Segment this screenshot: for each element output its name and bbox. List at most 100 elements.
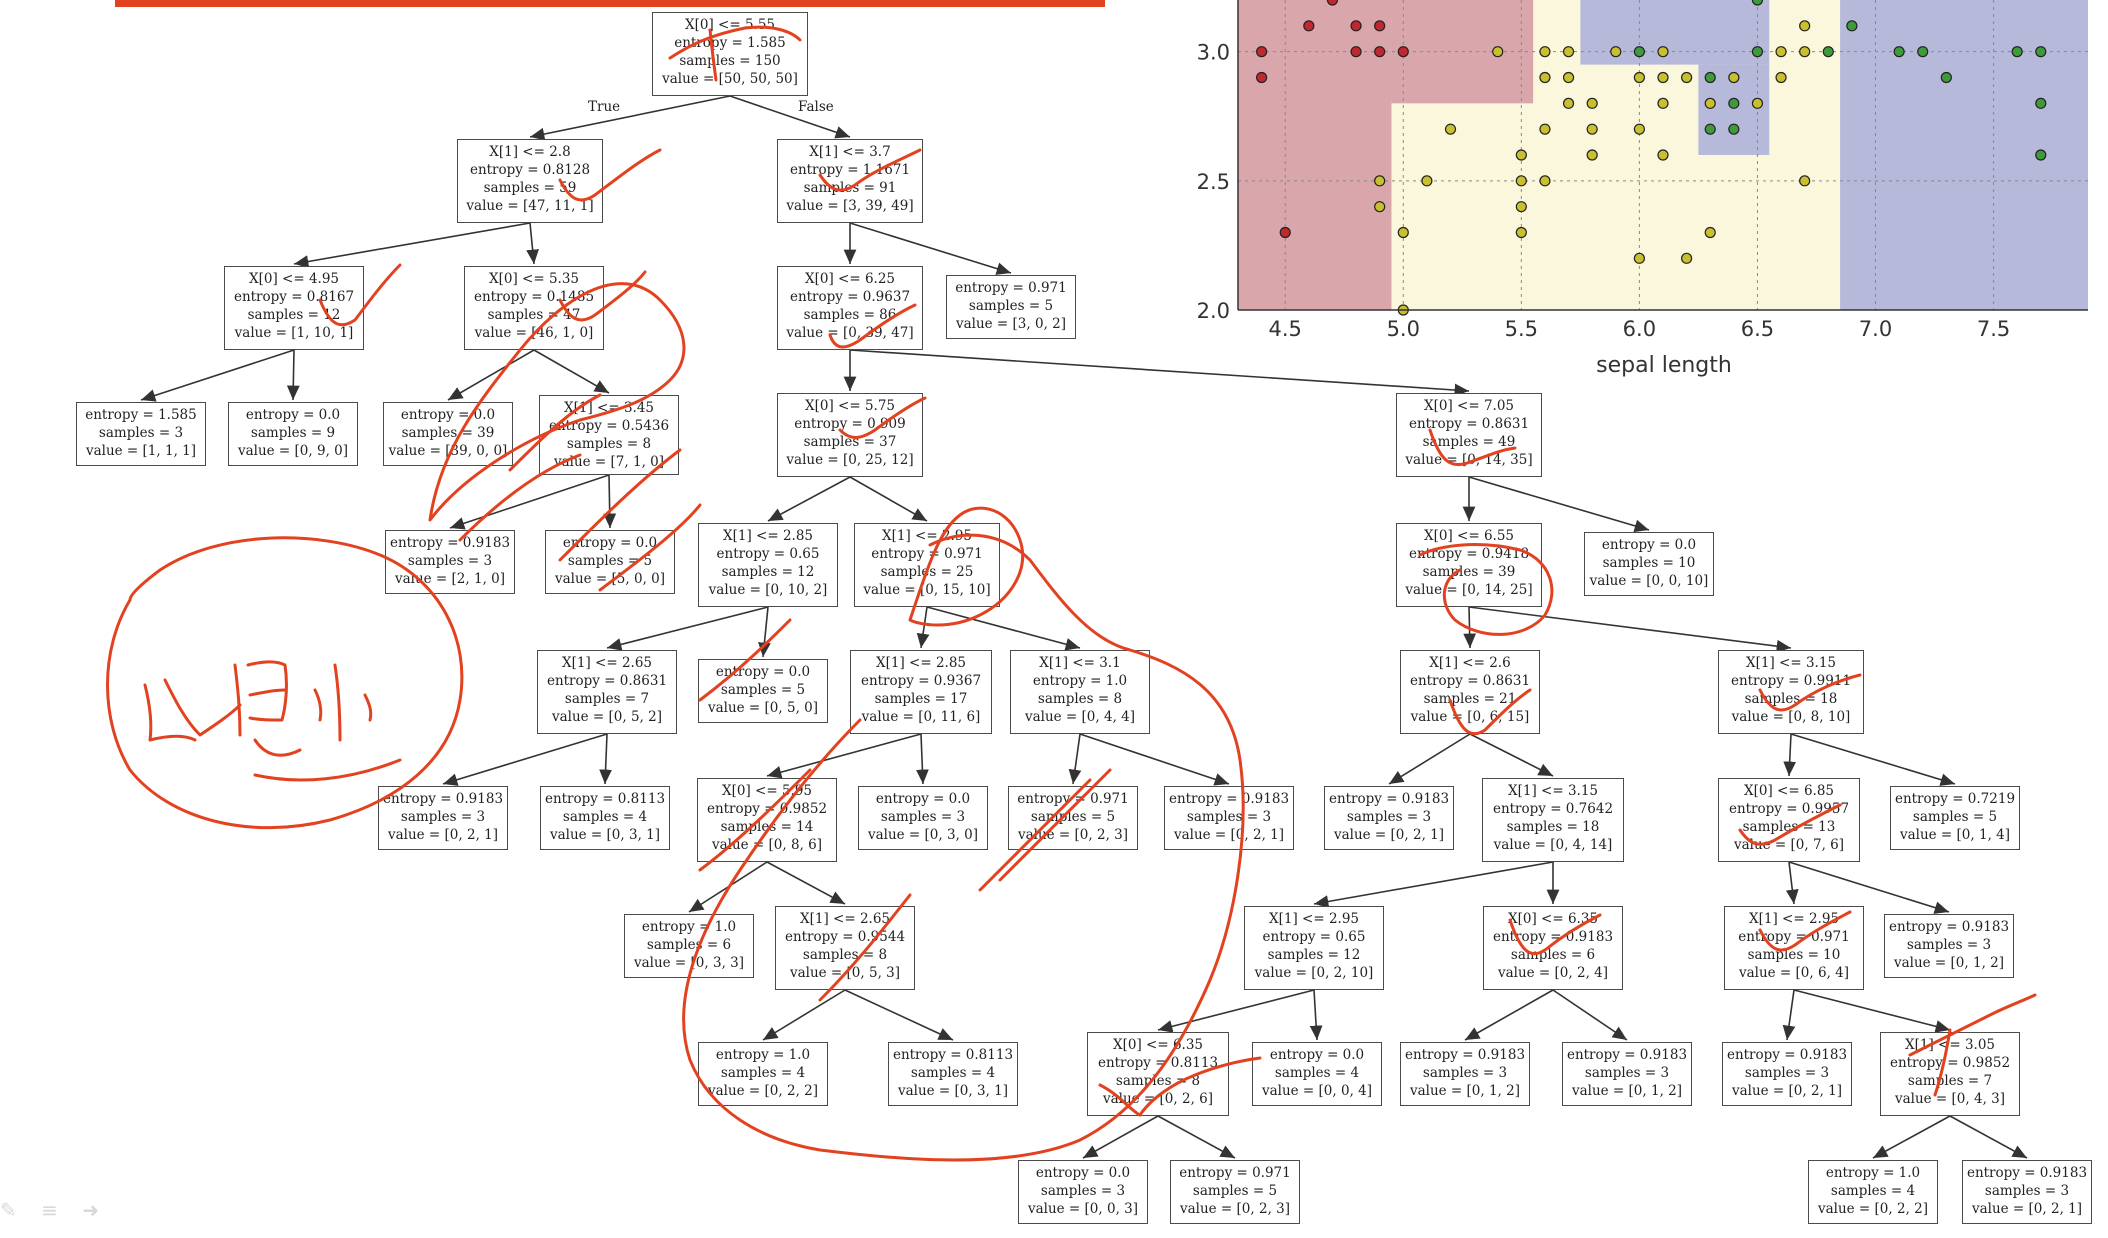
scatter-point xyxy=(1751,46,1764,58)
scatter-point xyxy=(1586,149,1598,161)
scatter-point xyxy=(1917,46,1929,58)
scatter-point xyxy=(1515,149,1527,161)
scatter-point xyxy=(1539,46,1551,58)
scatter-point xyxy=(1940,71,1952,84)
node-line: value = [0, 0, 4] xyxy=(1261,1083,1373,1099)
scatter-point xyxy=(1562,46,1575,58)
node-line: samples = 5 xyxy=(1912,809,1998,825)
scatter-point xyxy=(1374,175,1386,187)
node-line: value = [0, 4, 3] xyxy=(1894,1091,2006,1107)
scatter-point xyxy=(1350,46,1362,58)
node-line: samples = 25 xyxy=(880,564,974,580)
node-line: entropy = 1.0 xyxy=(715,1047,811,1063)
y-tick-label: 3.0 xyxy=(1197,41,1230,65)
tree-edge xyxy=(1313,861,1554,908)
node-line: entropy = 0.8128 xyxy=(469,162,591,178)
node-line: entropy = 0.9852 xyxy=(706,801,828,817)
tree-edge xyxy=(140,349,295,402)
x-tick-label: 6.5 xyxy=(1741,317,1774,341)
node-line: value = [0, 3, 3] xyxy=(633,955,745,971)
node-line: X[1] <= 3.05 xyxy=(1905,1037,1995,1053)
tree-edge xyxy=(1790,733,1956,786)
node-line: entropy = 0.8113 xyxy=(544,791,666,807)
node-line: entropy = 0.0 xyxy=(715,664,811,680)
tree-node-n6: X[0] <= 6.25 entropy = 0.9637 samples = 86… xyxy=(777,266,923,350)
scatter-point xyxy=(1397,46,1409,58)
tree-edge xyxy=(1552,989,1628,1041)
scatter-point xyxy=(1799,20,1811,32)
node-line: value = [0, 25, 12] xyxy=(786,452,914,468)
node-line: samples = 12 xyxy=(1267,947,1361,963)
scatter-point xyxy=(1633,123,1645,135)
menu-icon[interactable]: ≡ xyxy=(41,1198,58,1222)
tree-edge xyxy=(1785,861,1799,905)
forward-icon[interactable]: ➜ xyxy=(82,1198,100,1222)
bottom-toolbar: ✎ ≡ ➜ xyxy=(0,1198,170,1228)
scatter-point xyxy=(2035,97,2047,109)
tree-edge xyxy=(1783,733,1797,777)
node-line: samples = 3 xyxy=(1346,809,1432,825)
node-line: value = [0, 2, 4] xyxy=(1497,965,1609,981)
node-line: value = [1, 10, 1] xyxy=(234,325,354,341)
node-line: value = [0, 8, 6] xyxy=(711,837,823,853)
tree-edge xyxy=(1468,476,1650,533)
scatter-point xyxy=(2035,46,2047,58)
decision-boundary-plot: 4.55.05.56.06.57.07.53.02.52.0 sepa sepa… xyxy=(1197,0,2088,378)
tree-edge xyxy=(1949,1115,2028,1159)
node-line: X[1] <= 3.15 xyxy=(1746,655,1836,671)
node-line: X[0] <= 4.95 xyxy=(249,271,339,287)
tree-edge xyxy=(1872,1115,1951,1159)
node-line: samples = 4 xyxy=(720,1065,806,1081)
tree-edge xyxy=(286,349,300,401)
scatter-point xyxy=(1256,71,1268,84)
node-line: X[0] <= 5.55 xyxy=(685,17,775,33)
node-line: value = [0, 11, 6] xyxy=(861,709,981,725)
node-line: samples = 86 xyxy=(803,307,897,323)
node-line: value = [0, 2, 1] xyxy=(1971,1201,2083,1217)
node-line: samples = 47 xyxy=(487,307,581,323)
node-line: entropy = 0.0 xyxy=(245,407,341,423)
scatter-point xyxy=(1681,71,1693,84)
node-line: value = [7, 1, 0] xyxy=(553,454,665,470)
node-line: samples = 4 xyxy=(562,809,648,825)
node-line: entropy = 0.8113 xyxy=(1097,1055,1219,1071)
node-line: value = [0, 4, 4] xyxy=(1024,709,1136,725)
node-line: X[1] <= 3.1 xyxy=(1039,655,1121,671)
scatter-point xyxy=(1633,46,1645,58)
node-line: X[1] <= 2.6 xyxy=(1429,655,1511,671)
node-line: value = [0, 14, 25] xyxy=(1405,582,1533,598)
node-line: entropy = 0.9183 xyxy=(389,535,511,551)
node-line: X[1] <= 2.85 xyxy=(723,528,813,544)
tree-edge xyxy=(1464,989,1554,1041)
scatter-point xyxy=(1444,123,1457,135)
node-line: X[0] <= 6.25 xyxy=(805,271,895,287)
node-line: entropy = 0.971 xyxy=(1738,929,1850,945)
scatter-point xyxy=(1350,20,1362,32)
node-line: entropy = 0.8631 xyxy=(546,673,668,689)
node-line: entropy = 0.971 xyxy=(1179,1165,1291,1181)
node-line: entropy = 0.9637 xyxy=(789,289,911,305)
node-line: samples = 3 xyxy=(400,809,486,825)
scatter-point xyxy=(1728,71,1740,84)
node-line: X[0] <= 6.85 xyxy=(1744,783,1834,799)
pen-icon[interactable]: ✎ xyxy=(0,1198,17,1222)
tree-edge xyxy=(1782,989,1796,1041)
node-line: samples = 39 xyxy=(401,425,495,441)
node-line: samples = 3 xyxy=(880,809,966,825)
